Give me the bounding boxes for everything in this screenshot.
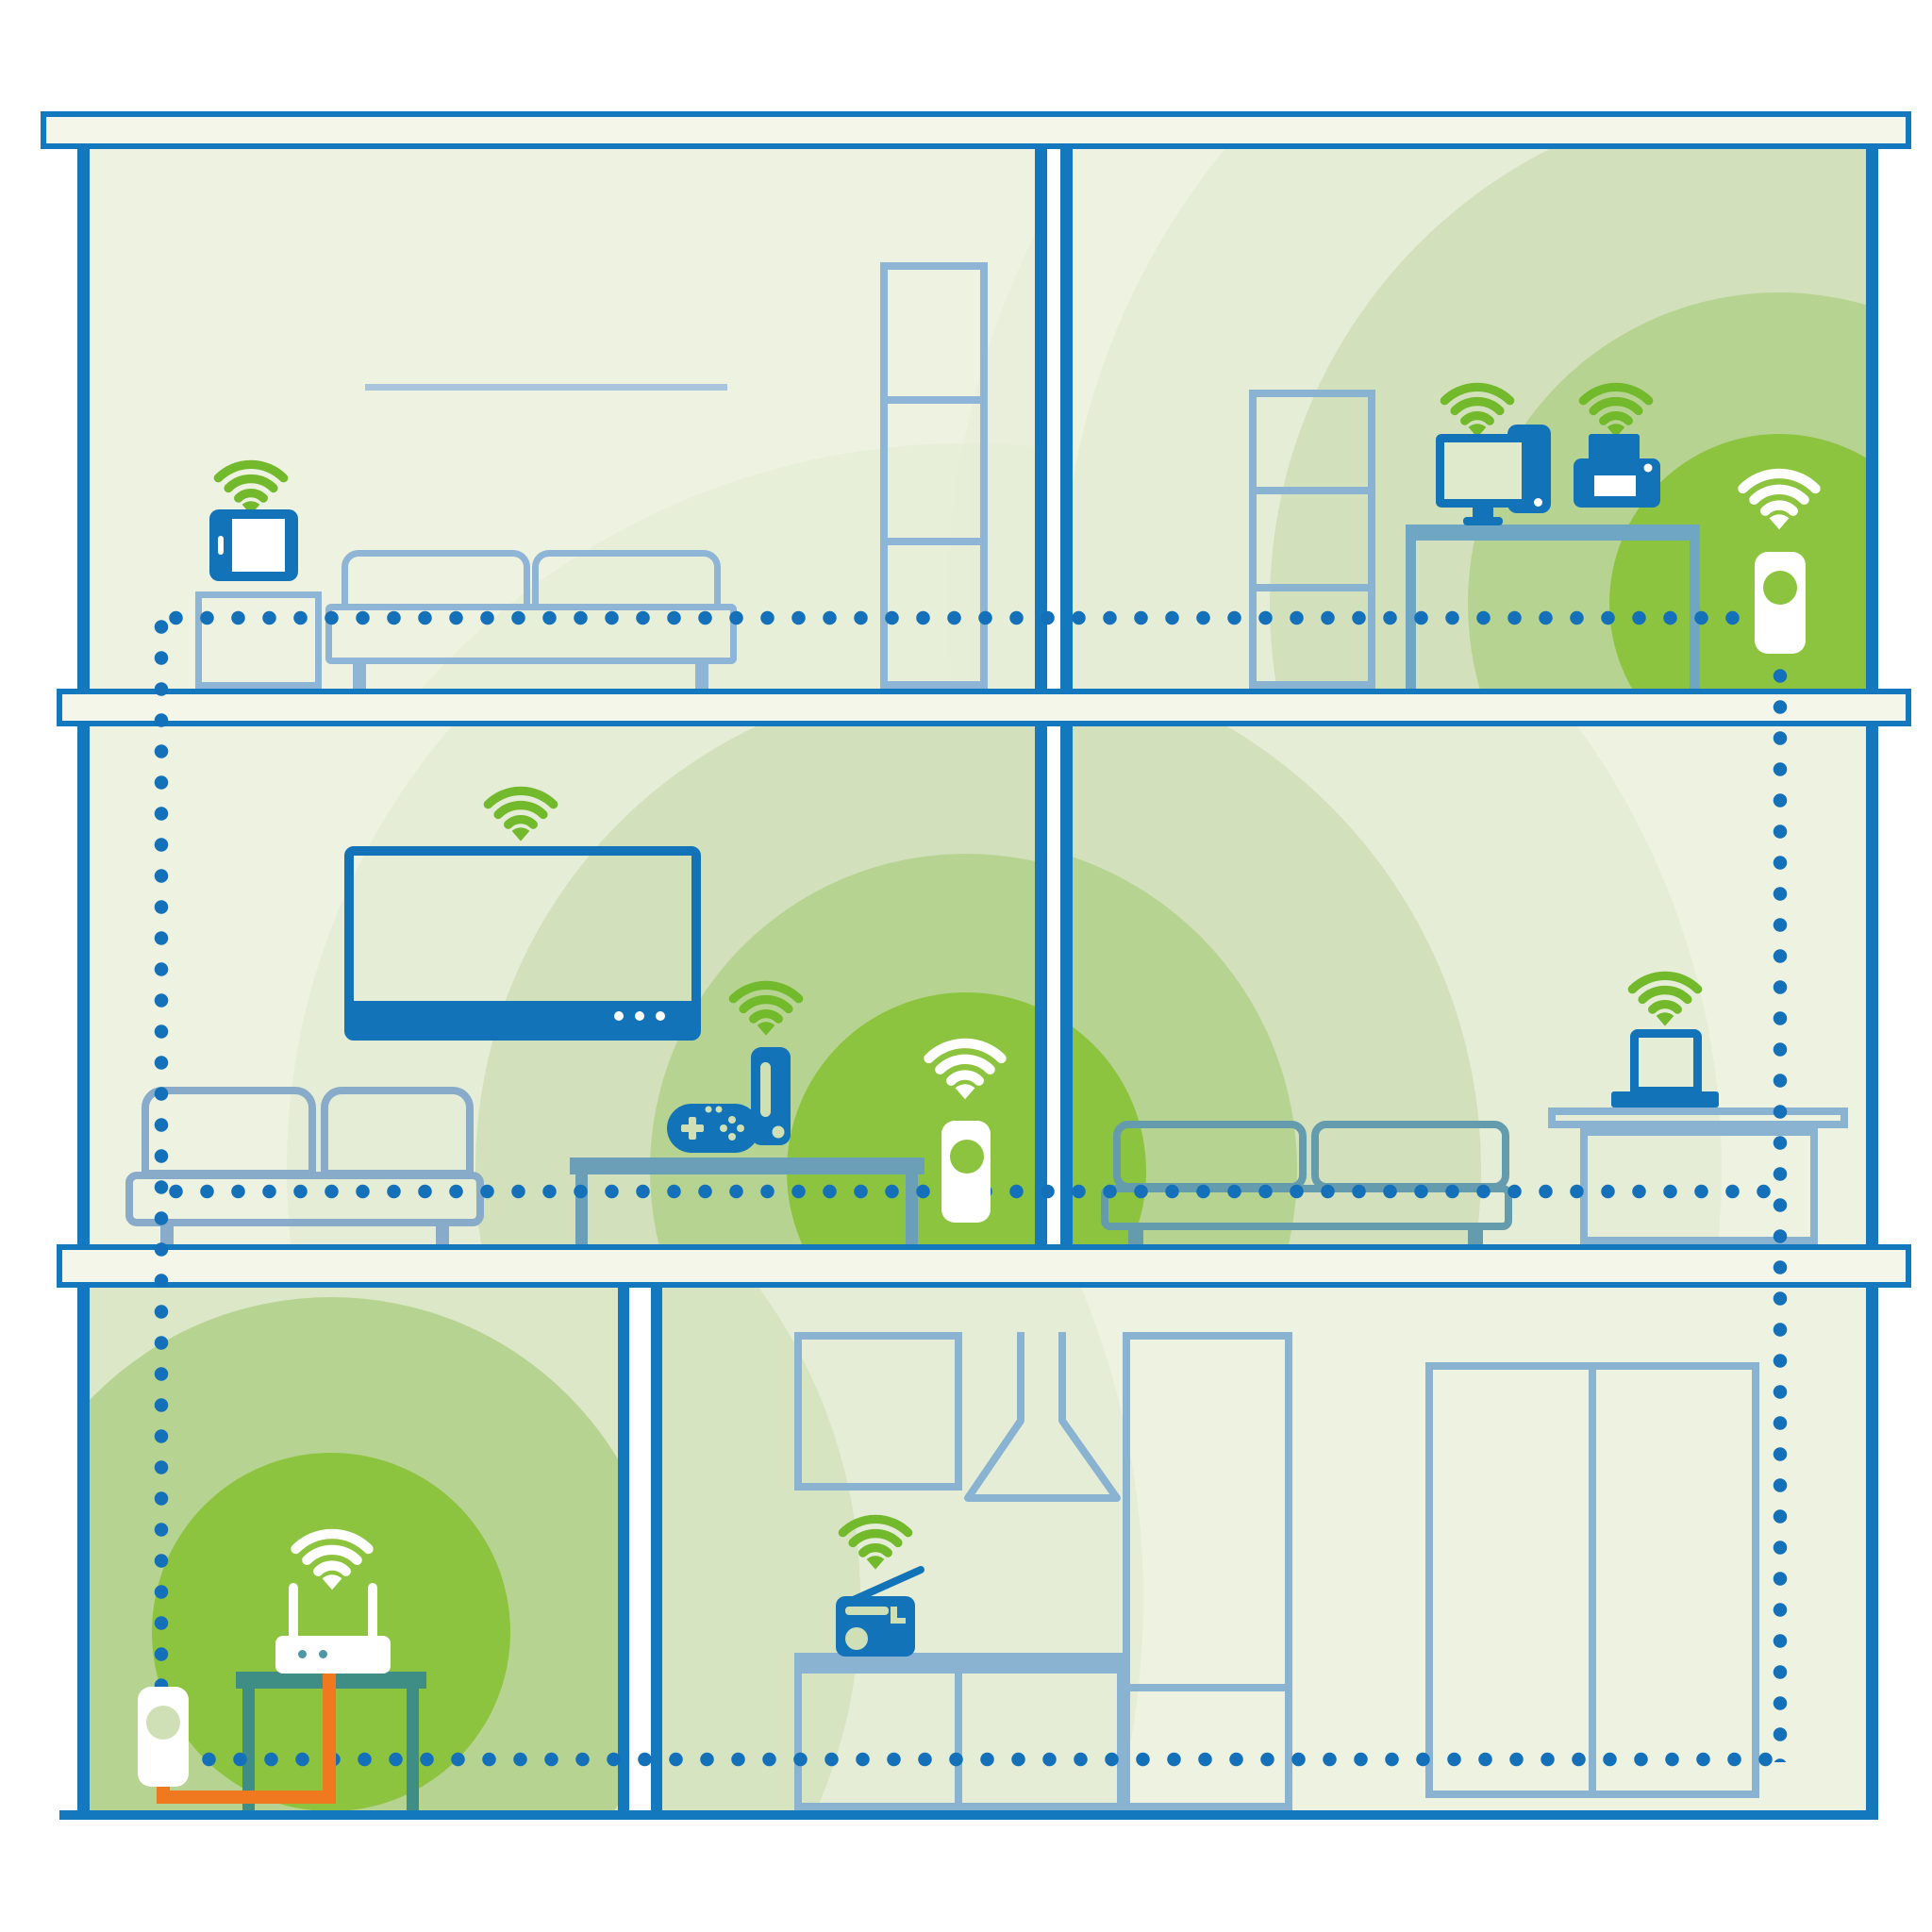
powerline-wifi-adapter xyxy=(941,1121,991,1223)
powerline-riser-left xyxy=(154,611,169,1687)
router-antenna xyxy=(289,1583,298,1640)
wifi-signal-icon xyxy=(726,972,806,1040)
table-leg xyxy=(407,1689,419,1810)
tablet-screen xyxy=(232,519,285,572)
laptop-screen xyxy=(1630,1029,1702,1095)
monitor-stand xyxy=(1473,506,1493,517)
kitchen-base-cabinet-divider xyxy=(955,1666,962,1810)
kitchen-tall-cabinet-shelf xyxy=(1128,1684,1287,1691)
adapter-socket xyxy=(146,1706,180,1740)
powerline-run-ground-floor xyxy=(193,1752,1782,1767)
extractor-hood xyxy=(964,1332,1121,1502)
laptop xyxy=(1611,1029,1719,1108)
ground-floor-partition-wall xyxy=(618,1288,629,1810)
wifi-signal-icon xyxy=(1736,458,1823,534)
router-antenna xyxy=(368,1583,377,1640)
tablet xyxy=(209,509,298,581)
printer xyxy=(1574,434,1660,508)
tv-indicator-dot xyxy=(614,1011,624,1021)
wardrobe-shelf xyxy=(888,396,980,404)
monitor-screen xyxy=(1436,434,1530,508)
laptop-base xyxy=(1611,1091,1719,1108)
tower-light xyxy=(1534,498,1542,507)
router-led xyxy=(298,1650,307,1658)
sofa-leg xyxy=(1128,1230,1143,1244)
lan-cable xyxy=(157,1790,336,1804)
room-lounge xyxy=(1073,726,1866,1244)
lan-cable xyxy=(323,1664,336,1804)
sofa-leg xyxy=(1468,1230,1483,1244)
bed-leg xyxy=(353,664,366,689)
right-wall xyxy=(1866,149,1878,1810)
side-table-top xyxy=(1548,1108,1848,1128)
wifi-router xyxy=(275,1583,391,1674)
tv-indicator-dot xyxy=(656,1011,665,1021)
computer-monitor xyxy=(1436,434,1530,526)
kitchen-upper-cabinet xyxy=(794,1332,962,1491)
desk-top xyxy=(1406,525,1700,541)
bed-leg xyxy=(695,664,708,689)
sofa-base xyxy=(125,1172,484,1226)
powerline-riser-right xyxy=(1773,660,1788,1762)
wifi-signal-icon xyxy=(1625,962,1705,1030)
room-bedroom xyxy=(90,149,1035,689)
tv-stand-top xyxy=(570,1158,924,1174)
bookshelf-shelf xyxy=(1257,487,1368,494)
sofa-cushion xyxy=(1311,1121,1509,1191)
left-wall xyxy=(77,149,90,1810)
room-utility xyxy=(90,1288,618,1810)
bed-base xyxy=(325,604,737,664)
game-console xyxy=(751,1047,791,1145)
kitchen-double-cabinet-divider xyxy=(1589,1362,1596,1798)
tablet-button xyxy=(218,536,224,555)
wardrobe-shelf xyxy=(888,538,980,545)
kitchen-tall-cabinet xyxy=(1123,1332,1292,1810)
wifi-signal-icon xyxy=(1438,374,1517,441)
smart-tv xyxy=(344,846,701,1041)
powerline-run-top-floor xyxy=(160,610,1764,625)
adapter-socket xyxy=(1763,571,1797,605)
bookshelf xyxy=(1249,390,1375,689)
monitor-base xyxy=(1463,517,1503,525)
bed-cushion xyxy=(532,550,721,610)
router-body xyxy=(275,1636,391,1674)
bookshelf-shelf xyxy=(1257,584,1368,591)
wifi-signal-icon xyxy=(922,1028,1008,1104)
bed-cushion xyxy=(341,550,530,610)
floor-slab-upper xyxy=(57,689,1911,726)
wall-shelf xyxy=(365,384,727,391)
powerline-adapter xyxy=(138,1687,189,1787)
top-floor-partition-wall xyxy=(1060,149,1073,689)
nightstand xyxy=(195,591,322,689)
middle-floor-partition-wall xyxy=(1060,726,1073,1244)
roof-slab xyxy=(41,111,1911,149)
floor-slab-lower xyxy=(57,1244,1911,1288)
router-led xyxy=(319,1650,327,1658)
tv-bottom-bar xyxy=(354,1001,691,1031)
adapter-socket xyxy=(950,1140,984,1174)
sofa-cushion xyxy=(321,1087,474,1177)
powerline-wifi-adapter xyxy=(1755,552,1806,654)
ground-line xyxy=(59,1810,1878,1820)
sofa-leg xyxy=(436,1226,449,1244)
tv-indicator-dot xyxy=(635,1011,644,1021)
wardrobe xyxy=(880,262,988,689)
top-floor-partition-wall xyxy=(1035,149,1047,689)
table-leg xyxy=(242,1689,255,1810)
radio xyxy=(836,1566,924,1657)
middle-floor-partition-wall xyxy=(1035,726,1047,1244)
ground-floor-partition-wall xyxy=(651,1288,662,1810)
sofa-cushion xyxy=(1113,1121,1307,1191)
wifi-signal-icon xyxy=(481,777,560,845)
gamepad xyxy=(667,1104,759,1153)
